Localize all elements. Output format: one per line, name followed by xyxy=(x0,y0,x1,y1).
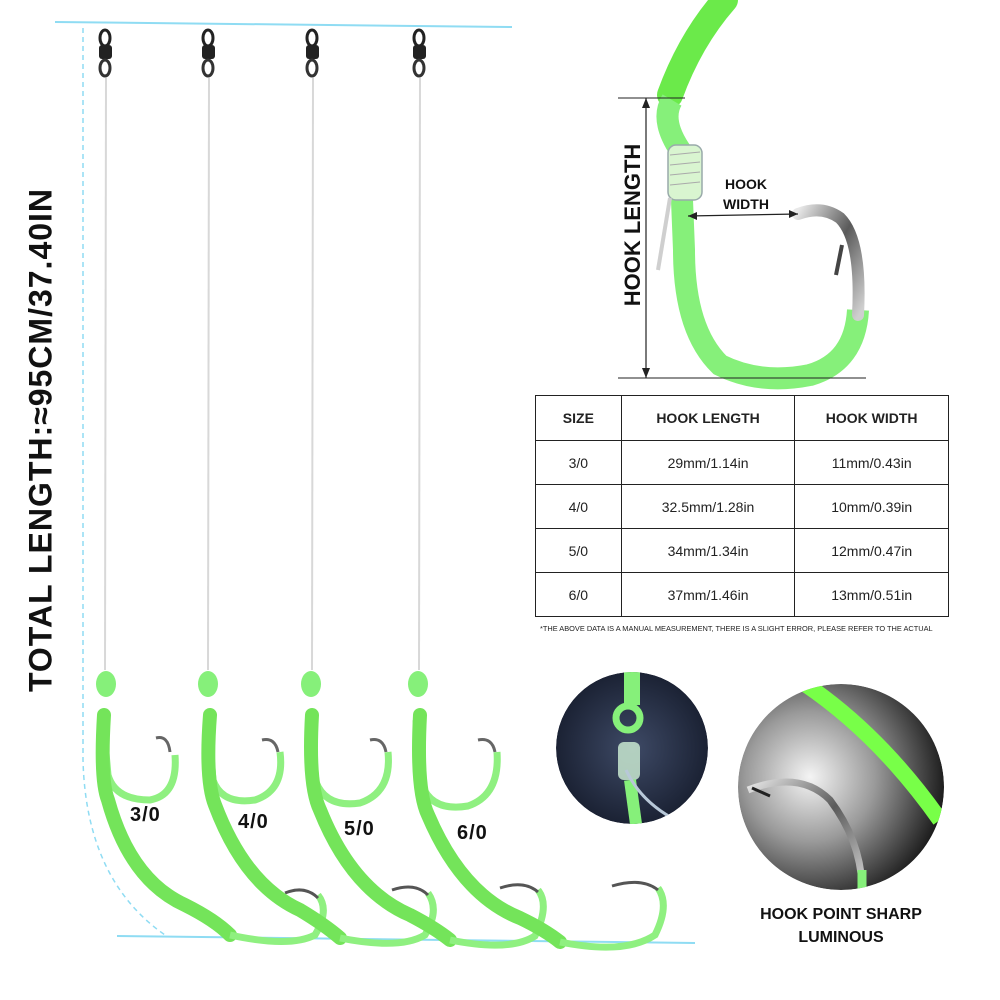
table-row: 3/0 29mm/1.14in 11mm/0.43in xyxy=(535,440,949,485)
cell-hook-width: 10mm/0.39in xyxy=(794,484,949,529)
bead xyxy=(96,671,116,697)
cell-hook-length: 32.5mm/1.28in xyxy=(620,484,796,529)
caption-line-1: HOOK POINT SHARP xyxy=(760,906,922,923)
rig-4-0 xyxy=(198,28,437,947)
total-length-label: TOTAL LENGTH:≈95CM/37.40IN xyxy=(22,187,59,693)
rig-5-0 xyxy=(301,28,547,949)
size-label-3-0: 3/0 xyxy=(130,804,161,826)
swivel-icon xyxy=(98,28,112,78)
size-label-5-0: 5/0 xyxy=(344,818,375,840)
hook-width-label-line-2: WIDTH xyxy=(723,196,769,212)
measurement-note: *THE ABOVE DATA IS A MANUAL MEASUREMENT,… xyxy=(540,624,933,633)
hook-dimension-diagram xyxy=(618,0,869,390)
cell-hook-width: 12mm/0.47in xyxy=(794,528,949,573)
cell-size: 4/0 xyxy=(535,484,622,529)
swivel-icon xyxy=(201,28,215,78)
cell-hook-width: 13mm/0.51in xyxy=(794,572,949,617)
swivel-icon xyxy=(305,28,319,78)
hook-width-label-line-1: HOOK xyxy=(725,176,767,192)
bead xyxy=(198,671,218,697)
luminous-closeup-photo xyxy=(738,684,944,890)
dark-closeup-photo xyxy=(556,672,708,824)
cell-hook-length: 34mm/1.34in xyxy=(620,528,796,573)
table-row: 5/0 34mm/1.34in 12mm/0.47in xyxy=(535,528,949,573)
size-label-4-0: 4/0 xyxy=(238,811,269,833)
hook-length-label: HOOK LENGTH xyxy=(620,143,645,307)
cell-size: 6/0 xyxy=(535,572,622,617)
size-label-6-0: 6/0 xyxy=(457,822,488,844)
caption-line-2: LUMINOUS xyxy=(798,929,884,946)
feature-caption: HOOK POINT SHARP LUMINOUS xyxy=(711,903,971,949)
cell-hook-length: 29mm/1.14in xyxy=(620,440,796,485)
bead xyxy=(408,671,428,697)
header-size: SIZE xyxy=(535,395,622,441)
header-hook-width: HOOK WIDTH xyxy=(794,395,949,441)
rig-3-0 xyxy=(95,28,327,945)
bead xyxy=(301,671,321,697)
knot-wrap xyxy=(667,144,703,201)
swivel-icon xyxy=(412,28,426,78)
cell-size: 5/0 xyxy=(535,528,622,573)
table-row: 6/0 37mm/1.46in 13mm/0.51in xyxy=(535,572,949,617)
cell-size: 3/0 xyxy=(535,440,622,485)
table-header-row: SIZE HOOK LENGTH HOOK WIDTH xyxy=(535,395,949,441)
header-hook-length: HOOK LENGTH xyxy=(620,395,796,441)
hook-width-label: HOOK WIDTH xyxy=(701,174,791,214)
cell-hook-width: 11mm/0.43in xyxy=(794,440,949,485)
size-spec-table: SIZE HOOK LENGTH HOOK WIDTH 3/0 29mm/1.1… xyxy=(535,395,949,617)
table-row: 4/0 32.5mm/1.28in 10mm/0.39in xyxy=(535,484,949,529)
cell-hook-length: 37mm/1.46in xyxy=(620,572,796,617)
rig-6-0 xyxy=(408,28,667,951)
